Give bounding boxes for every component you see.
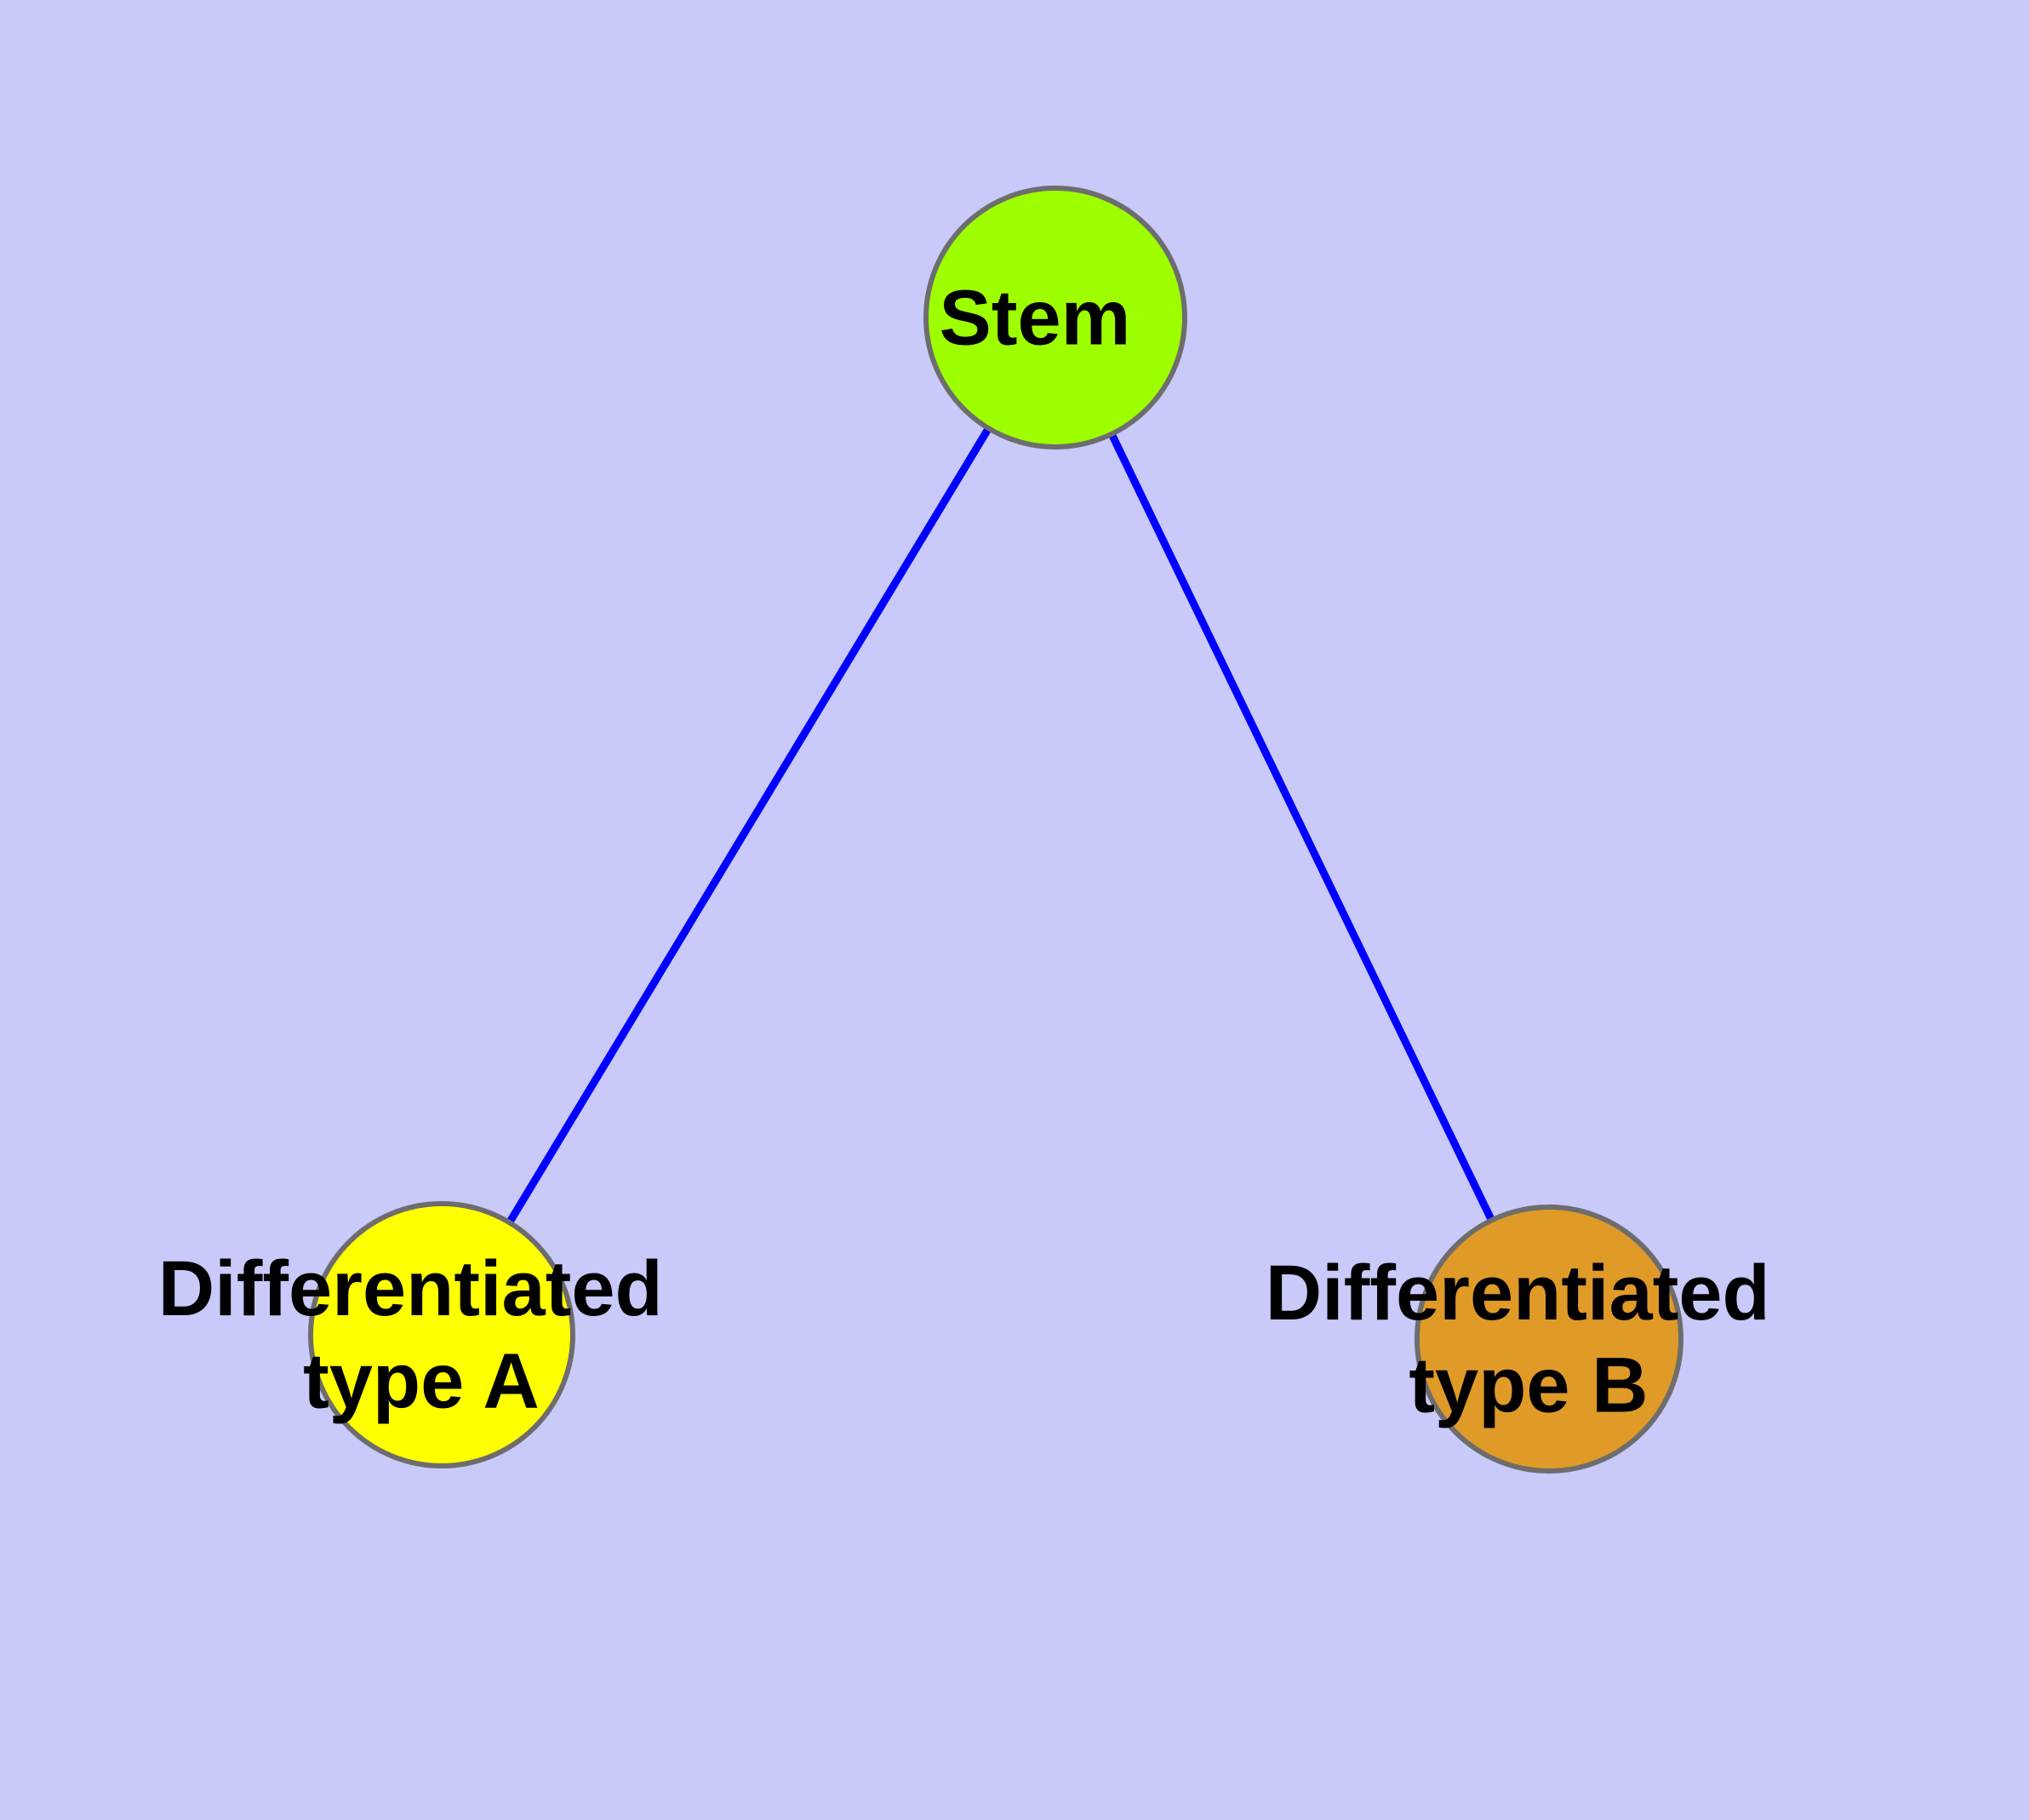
node-label-differentiated-type-a-line-1: Differentiated [158,1245,663,1332]
node-label-differentiated-type-b: Differentiated type B [1266,1250,1792,1429]
node-label-differentiated-type-b-line-1: Differentiated [1266,1250,1770,1336]
node-label-differentiated-type-a: Differentiated type A [158,1245,685,1425]
node-label-differentiated-type-b-line-2: type B [1409,1342,1648,1429]
node-label-stem-line-1: Stem [940,274,1131,361]
node-label-differentiated-type-a-line-2: type A [303,1338,540,1425]
node-differentiated-type-a[interactable] [308,1201,575,1468]
edges-group [438,315,1553,1341]
edge-stem-to-differentiated-type-b[interactable] [1051,316,1553,1341]
edge-stem-to-differentiated-type-a[interactable] [438,315,1059,1337]
labels-group: Stem Differentiated type A Differentiate… [158,274,1792,1429]
node-label-stem: Stem [940,274,1131,361]
nodes-group [308,186,1683,1474]
node-differentiated-type-b[interactable] [1415,1205,1683,1474]
node-stem[interactable] [923,186,1187,449]
